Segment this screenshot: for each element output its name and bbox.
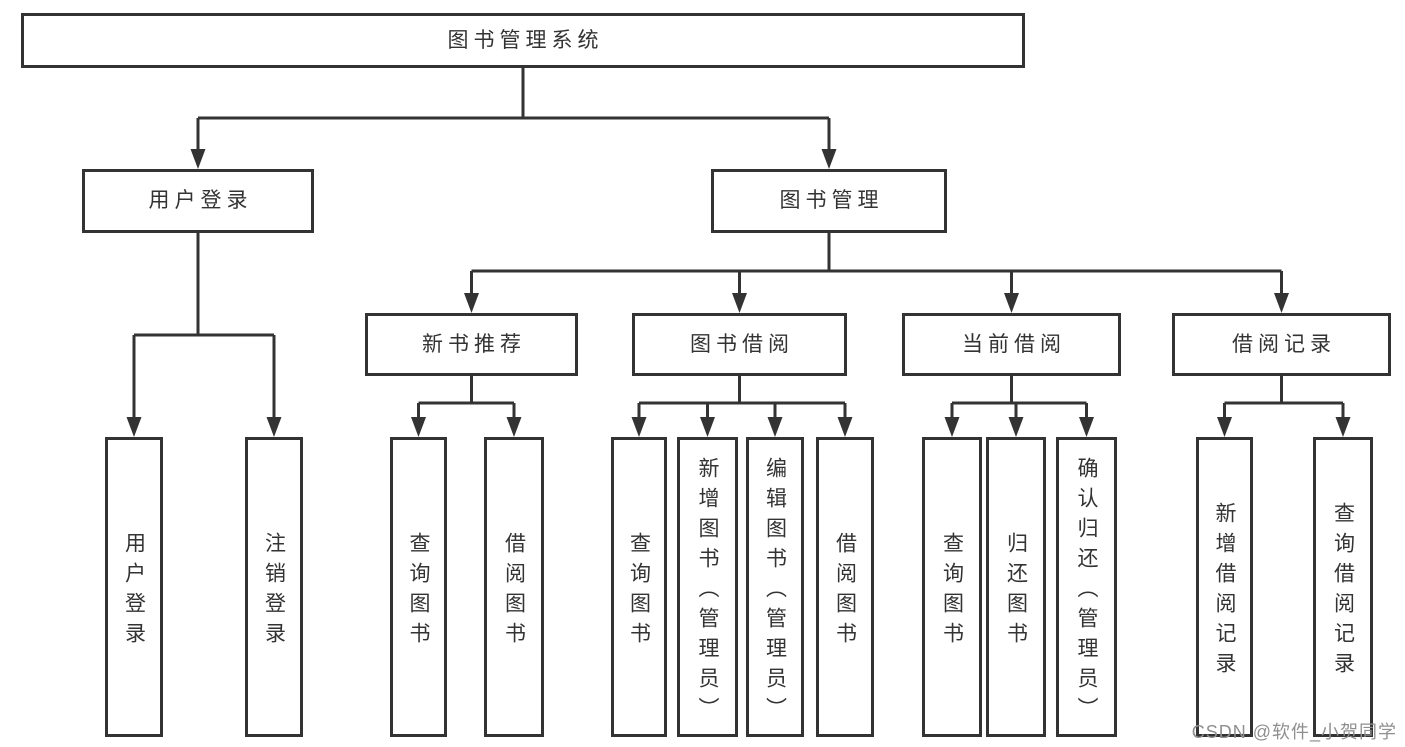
leaf-confirm-return-admin: 确认归还（管理员） (1056, 437, 1117, 737)
leaf-user-login: 用户登录 (105, 437, 163, 737)
node-label: 注销登录 (262, 531, 286, 652)
node-label: 查询借阅记录 (1331, 501, 1355, 682)
node-label: 用户登录 (148, 189, 253, 213)
leaf-query-book: 查询图书 (390, 437, 447, 737)
node-label: 图书借阅 (690, 332, 794, 356)
node-label: 新增借阅记录 (1213, 501, 1236, 682)
leaf-query-borrow-record: 查询借阅记录 (1313, 437, 1373, 737)
leaf-borrow-book: 借阅图书 (484, 437, 544, 737)
leaf-add-borrow-record: 新增借阅记录 (1196, 437, 1253, 737)
leaf-add-book-admin: 新增图书（管理员） (677, 437, 738, 737)
node-label: 当前借阅 (962, 332, 1066, 356)
node-label: 确认归还（管理员） (1075, 456, 1098, 727)
node-label: 借阅图书 (502, 531, 526, 652)
node-label: 用户登录 (122, 531, 146, 652)
leaf-edit-book-admin: 编辑图书（管理员） (746, 437, 804, 737)
leaf-query-book: 查询图书 (611, 437, 667, 737)
node-label: 查询图书 (940, 531, 964, 652)
tree-edges (132, 68, 1345, 421)
node-label: 图书管理 (779, 189, 884, 213)
leaf-logout: 注销登录 (245, 437, 303, 737)
node-book-borrow: 图书借阅 (632, 313, 847, 376)
csdn-watermark: CSDN @软件_小贺同学 (1191, 722, 1397, 742)
leaf-query-book: 查询图书 (922, 437, 982, 737)
arrowheads (126, 149, 1351, 437)
node-label: 借阅图书 (833, 531, 857, 652)
node-current-borrow: 当前借阅 (902, 313, 1121, 376)
node-borrow-records: 借阅记录 (1172, 313, 1391, 376)
node-label: 查询图书 (627, 531, 651, 652)
node-label: 图书管理系统 (447, 28, 604, 52)
node-label: 归还图书 (1004, 531, 1028, 652)
leaf-return-book: 归还图书 (986, 437, 1046, 737)
node-label: 新增图书（管理员） (696, 456, 719, 727)
node-label: 编辑图书（管理员） (763, 456, 787, 727)
node-book-management-branch: 图书管理 (711, 169, 947, 233)
node-label: 新书推荐 (422, 332, 526, 356)
node-label: 借阅记录 (1232, 332, 1336, 356)
node-label: 查询图书 (407, 531, 430, 652)
leaf-borrow-book: 借阅图书 (816, 437, 874, 737)
node-user-login-branch: 用户登录 (82, 169, 314, 233)
node-library-management-system: 图书管理系统 (21, 13, 1025, 68)
node-new-book-recommend: 新书推荐 (365, 313, 578, 376)
